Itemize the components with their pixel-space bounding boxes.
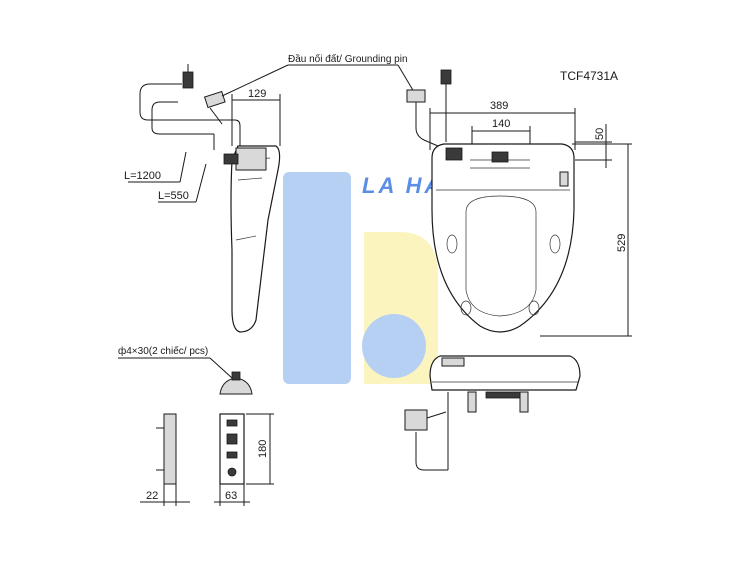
label-cable-long: L=1200 bbox=[124, 170, 161, 182]
label-screws: ф4×30(2 chiếc/ pcs) bbox=[118, 345, 208, 357]
dim-plate-thickness: 22 bbox=[146, 490, 158, 502]
cable-long bbox=[139, 83, 241, 148]
dim-seat-length: 529 bbox=[616, 234, 628, 252]
cable-short bbox=[151, 101, 214, 135]
plate-side bbox=[163, 413, 177, 485]
rear-plug bbox=[404, 409, 428, 431]
watermark-blue-bar bbox=[283, 172, 351, 384]
dim-seat-width: 389 bbox=[490, 100, 508, 112]
top-grounding-plug bbox=[406, 89, 426, 103]
rear-view bbox=[404, 355, 581, 471]
top-plug bbox=[440, 69, 452, 85]
grounding-pin-callout: Đầu nối đất/ Grounding pin bbox=[221, 53, 415, 97]
dim-panel-depth: 50 bbox=[594, 128, 606, 140]
label-cable-short: L=550 bbox=[158, 190, 189, 202]
grounding-plug bbox=[203, 90, 226, 109]
dim-plate-height: 180 bbox=[257, 440, 269, 458]
dim-plate-width: 63 bbox=[225, 490, 237, 502]
hinge-block bbox=[235, 147, 267, 171]
watermark-logo: LA HẢO bbox=[283, 172, 461, 384]
screw-detail: ф4×30(2 chiếc/ pcs) bbox=[118, 345, 253, 395]
mounting-plate-side: 22 bbox=[140, 413, 190, 506]
dim-side-depth: 129 bbox=[248, 88, 266, 100]
label-grounding-pin: Đầu nối đất/ Grounding pin bbox=[288, 53, 408, 65]
seat-rear-body bbox=[429, 355, 581, 391]
side-view: 129 L=1200 L=550 bbox=[124, 64, 281, 333]
mounting-plate-front: 180 63 bbox=[214, 413, 274, 506]
watermark-blue-circle bbox=[362, 314, 426, 378]
dim-panel-width: 140 bbox=[492, 118, 510, 130]
model-label: TCF4731A bbox=[560, 69, 618, 83]
seat-top-outline bbox=[431, 143, 575, 333]
top-view: 389 140 50 529 bbox=[406, 69, 632, 337]
connector-plug bbox=[182, 71, 194, 89]
seat-side-profile bbox=[230, 145, 281, 333]
seat-opening bbox=[465, 195, 537, 317]
